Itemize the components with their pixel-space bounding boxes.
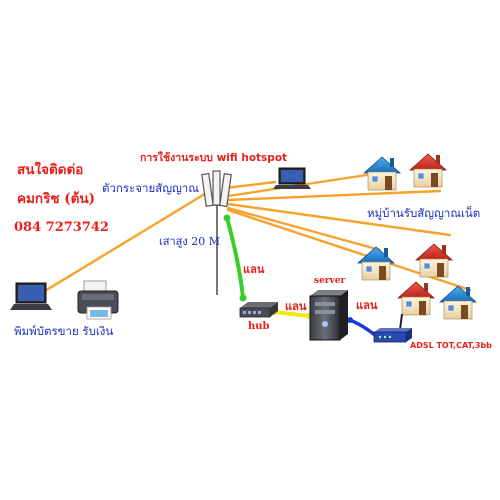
contact-line-2: คมกริช (ต้น) (17, 191, 95, 207)
server-icon (309, 290, 348, 341)
label-lan-green: แลน (243, 263, 265, 276)
contact-phone: 084 7273742 (14, 220, 109, 235)
link-village-3 (226, 206, 382, 252)
contact-line-1: สนใจติดต่อ (17, 162, 84, 178)
hub-icon (239, 302, 278, 318)
antenna-icon (201, 170, 232, 295)
printer-icon (77, 280, 119, 320)
house-icon (397, 281, 435, 316)
label-lan-yellow: แลน (285, 300, 307, 313)
house-icon (357, 246, 395, 281)
house-icon (415, 243, 453, 278)
lan-green-cable (225, 216, 245, 300)
laptop-icon (273, 167, 311, 189)
house-icon (409, 153, 447, 188)
router-icon (373, 313, 412, 343)
laptop-icon (10, 282, 52, 310)
diagram-title: การใช้งานระบบ wifi hotspot (140, 152, 288, 164)
link-laptop-left (28, 190, 210, 302)
label-printer: พิมพ์บัตรขาย รับเงิน (14, 324, 114, 338)
link-village-1 (226, 189, 442, 202)
label-adsl: ADSL TOT,CAT,3bb (410, 341, 492, 350)
label-hub: hub (248, 321, 270, 332)
label-server: server (314, 276, 346, 286)
label-antenna: ตัวกระจายสัญญาณ (102, 181, 199, 195)
link-village-2 (226, 202, 452, 237)
house-icon (363, 156, 401, 191)
label-village: หมู่บ้านรับสัญญาณเน็ต (367, 206, 481, 220)
label-pole: เสาสูง 20 M (159, 235, 220, 248)
link-laptop-top (224, 180, 277, 190)
lan-yellow-cable (273, 310, 311, 318)
wireless-links (28, 171, 472, 302)
label-lan-blue: แลน (356, 299, 378, 312)
